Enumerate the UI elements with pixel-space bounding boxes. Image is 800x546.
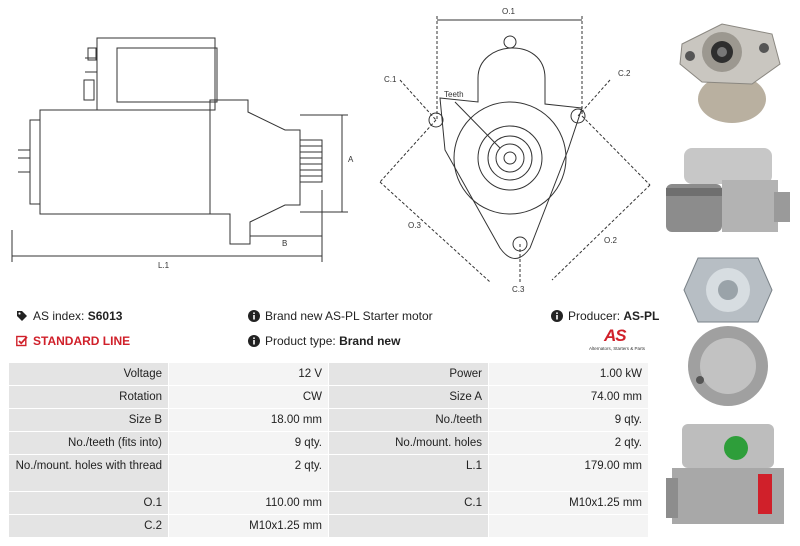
- product-description: Brand new AS-PL Starter motor: [248, 309, 433, 323]
- standard-line-label: STANDARD LINE: [33, 334, 131, 348]
- product-photo-side[interactable]: [662, 140, 794, 244]
- spec-value: M10x1.25 mm: [488, 491, 649, 515]
- spec-value: 12 V: [168, 362, 329, 386]
- table-row: Size B 18.00 mm No./teeth 9 qty.: [8, 408, 649, 432]
- starter-angle-image: [662, 418, 794, 542]
- dim-label-c1: C.1: [384, 75, 397, 84]
- spec-label: O.1: [8, 491, 169, 515]
- spec-label: Size A: [328, 385, 489, 409]
- spec-table: Voltage 12 V Power 1.00 kW Rotation CW S…: [8, 362, 649, 538]
- info-circle-icon: [551, 310, 563, 322]
- as-index-value: S6013: [87, 309, 123, 323]
- spec-label: No./mount. holes: [328, 431, 489, 455]
- dim-label-c2: C.2: [618, 69, 631, 78]
- spec-label: [328, 514, 489, 538]
- as-index-label: AS index:: [33, 309, 85, 323]
- dim-label-c3: C.3: [512, 285, 525, 294]
- product-type-label: Product type:: [265, 334, 336, 348]
- standard-line-badge: STANDARD LINE: [16, 334, 130, 348]
- description-text: Brand new AS-PL Starter motor: [265, 309, 433, 323]
- spec-label: Rotation: [8, 385, 169, 409]
- as-pl-logo: AS Alternators, Starters & Parts: [584, 326, 650, 356]
- dim-label-a: A: [348, 155, 354, 164]
- table-row: Rotation CW Size A 74.00 mm: [8, 385, 649, 409]
- product-photo-back[interactable]: [662, 250, 794, 410]
- spec-label: C.1: [328, 491, 489, 515]
- dim-label-o1: O.1: [502, 7, 515, 16]
- spec-label: No./teeth: [328, 408, 489, 432]
- spec-value: CW: [168, 385, 329, 409]
- spec-value: 2 qty.: [168, 454, 329, 492]
- technical-drawing: L.1 B A O.1 C.1 C.2 Teeth O.3 O.2: [11, 7, 651, 294]
- check-square-icon: [16, 335, 28, 347]
- dim-label-teeth: Teeth: [444, 90, 464, 99]
- spec-label: No./teeth (fits into): [8, 431, 169, 455]
- logo-tagline: Alternators, Starters & Parts: [588, 346, 646, 351]
- starter-side-image: [662, 140, 794, 244]
- starter-front-image: [662, 4, 794, 132]
- producer-value: AS-PL: [623, 309, 660, 323]
- product-type-value: Brand new: [339, 334, 401, 348]
- spec-value: 18.00 mm: [168, 408, 329, 432]
- spec-value: 1.00 kW: [488, 362, 649, 386]
- as-index: AS index: S6013: [16, 309, 122, 323]
- spec-value: M10x1.25 mm: [168, 514, 329, 538]
- table-row: C.2 M10x1.25 mm: [8, 514, 649, 538]
- spec-label: Voltage: [8, 362, 169, 386]
- spec-label: L.1: [328, 454, 489, 492]
- spec-label: No./mount. holes with thread: [8, 454, 169, 492]
- table-row: No./teeth (fits into) 9 qty. No./mount. …: [8, 431, 649, 455]
- product-photo-angle[interactable]: [662, 418, 794, 542]
- starter-back-image: [662, 250, 794, 410]
- spec-label: Power: [328, 362, 489, 386]
- spec-label: C.2: [8, 514, 169, 538]
- product-type: Product type: Brand new: [248, 334, 400, 348]
- dim-label-b: B: [282, 239, 287, 248]
- info-circle-icon: [248, 335, 260, 347]
- spec-value: 179.00 mm: [488, 454, 649, 492]
- logo-mark: AS: [604, 326, 627, 345]
- dim-label-o2: O.2: [604, 236, 617, 245]
- dim-label-o3: O.3: [408, 221, 421, 230]
- producer: Producer: AS-PL: [551, 309, 659, 323]
- info-circle-icon: [248, 310, 260, 322]
- table-row: No./mount. holes with thread 2 qty. L.1 …: [8, 454, 649, 492]
- dim-label-l1: L.1: [158, 261, 170, 270]
- tag-icon: [17, 311, 27, 321]
- spec-label: Size B: [8, 408, 169, 432]
- spec-value: 74.00 mm: [488, 385, 649, 409]
- spec-value: [488, 514, 649, 538]
- product-photo-front[interactable]: [662, 4, 794, 132]
- spec-value: 9 qty.: [168, 431, 329, 455]
- spec-value: 2 qty.: [488, 431, 649, 455]
- front-view-drawing: [379, 16, 651, 283]
- table-row: O.1 110.00 mm C.1 M10x1.25 mm: [8, 491, 649, 515]
- spec-value: 9 qty.: [488, 408, 649, 432]
- side-view-drawing: [11, 37, 348, 262]
- producer-label: Producer:: [568, 309, 621, 323]
- table-row: Voltage 12 V Power 1.00 kW: [8, 362, 649, 386]
- spec-value: 110.00 mm: [168, 491, 329, 515]
